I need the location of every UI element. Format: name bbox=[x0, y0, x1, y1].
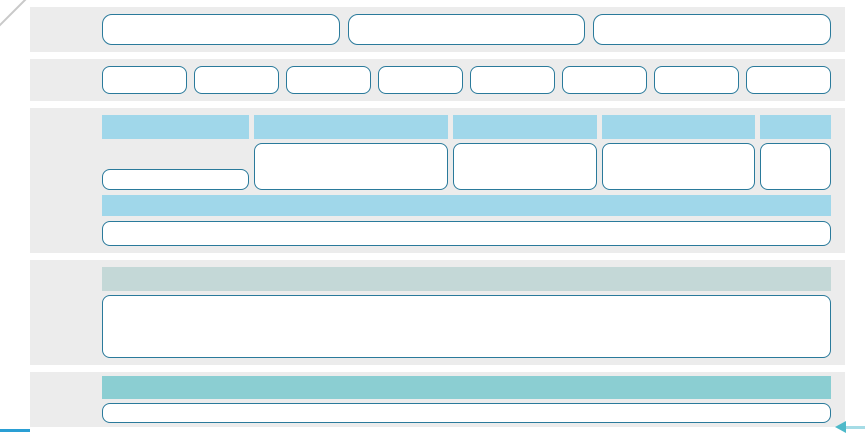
layer-knowledge bbox=[30, 260, 845, 365]
knowledge-content bbox=[102, 260, 845, 364]
layer-label bbox=[30, 372, 102, 427]
feature-chip bbox=[102, 168, 250, 191]
baseline-lifecycle-band bbox=[102, 195, 831, 217]
feature-chip bbox=[102, 221, 831, 247]
knowledge-groups bbox=[102, 267, 831, 358]
portal-items bbox=[102, 7, 845, 52]
layer-label bbox=[30, 260, 102, 364]
group-header bbox=[602, 114, 755, 139]
foundation-groups bbox=[102, 375, 831, 423]
capability-groups bbox=[102, 114, 832, 191]
group-header bbox=[102, 114, 250, 139]
group-header bbox=[759, 114, 832, 139]
feature-chip bbox=[102, 14, 340, 45]
foundation-content bbox=[102, 372, 845, 427]
group-header bbox=[102, 375, 831, 399]
corner-diagonal-line bbox=[0, 0, 29, 30]
group-header bbox=[254, 114, 448, 139]
feature-chip bbox=[654, 65, 739, 94]
bottom-left-edge-line bbox=[0, 429, 30, 432]
feature-chip bbox=[470, 65, 555, 94]
group-header bbox=[452, 114, 598, 139]
feature-chip bbox=[602, 142, 755, 191]
layer-rows bbox=[30, 7, 845, 427]
layer-foundation bbox=[30, 371, 845, 427]
feature-chip bbox=[746, 65, 831, 94]
feature-chip bbox=[194, 65, 279, 94]
left-arrow-icon bbox=[835, 421, 865, 433]
layer-portal bbox=[30, 7, 845, 52]
capability-group bbox=[759, 114, 832, 191]
layer-label bbox=[30, 7, 102, 52]
feature-chip bbox=[347, 14, 586, 45]
foundation-group bbox=[102, 375, 831, 423]
feature-chip bbox=[286, 65, 371, 94]
feature-chip bbox=[102, 402, 831, 423]
layer-capability bbox=[30, 107, 845, 254]
capability-content bbox=[102, 108, 845, 254]
feature-chip bbox=[759, 142, 832, 191]
feature-chip bbox=[562, 65, 647, 94]
layer-application bbox=[30, 58, 845, 101]
group-header bbox=[102, 267, 831, 292]
knowledge-group bbox=[102, 267, 831, 358]
capability-group bbox=[102, 114, 250, 191]
feature-chip bbox=[102, 295, 831, 358]
layer-label bbox=[30, 108, 102, 254]
feature-chip bbox=[378, 65, 463, 94]
capability-group bbox=[602, 114, 755, 191]
application-items bbox=[102, 59, 845, 101]
feature-chip bbox=[593, 14, 832, 45]
feature-chip bbox=[102, 65, 187, 94]
capability-group bbox=[254, 114, 448, 191]
feature-chip bbox=[452, 142, 598, 191]
baseline-items bbox=[102, 221, 831, 247]
capability-group bbox=[452, 114, 598, 191]
layer-label bbox=[30, 59, 102, 101]
feature-chip bbox=[254, 142, 448, 191]
